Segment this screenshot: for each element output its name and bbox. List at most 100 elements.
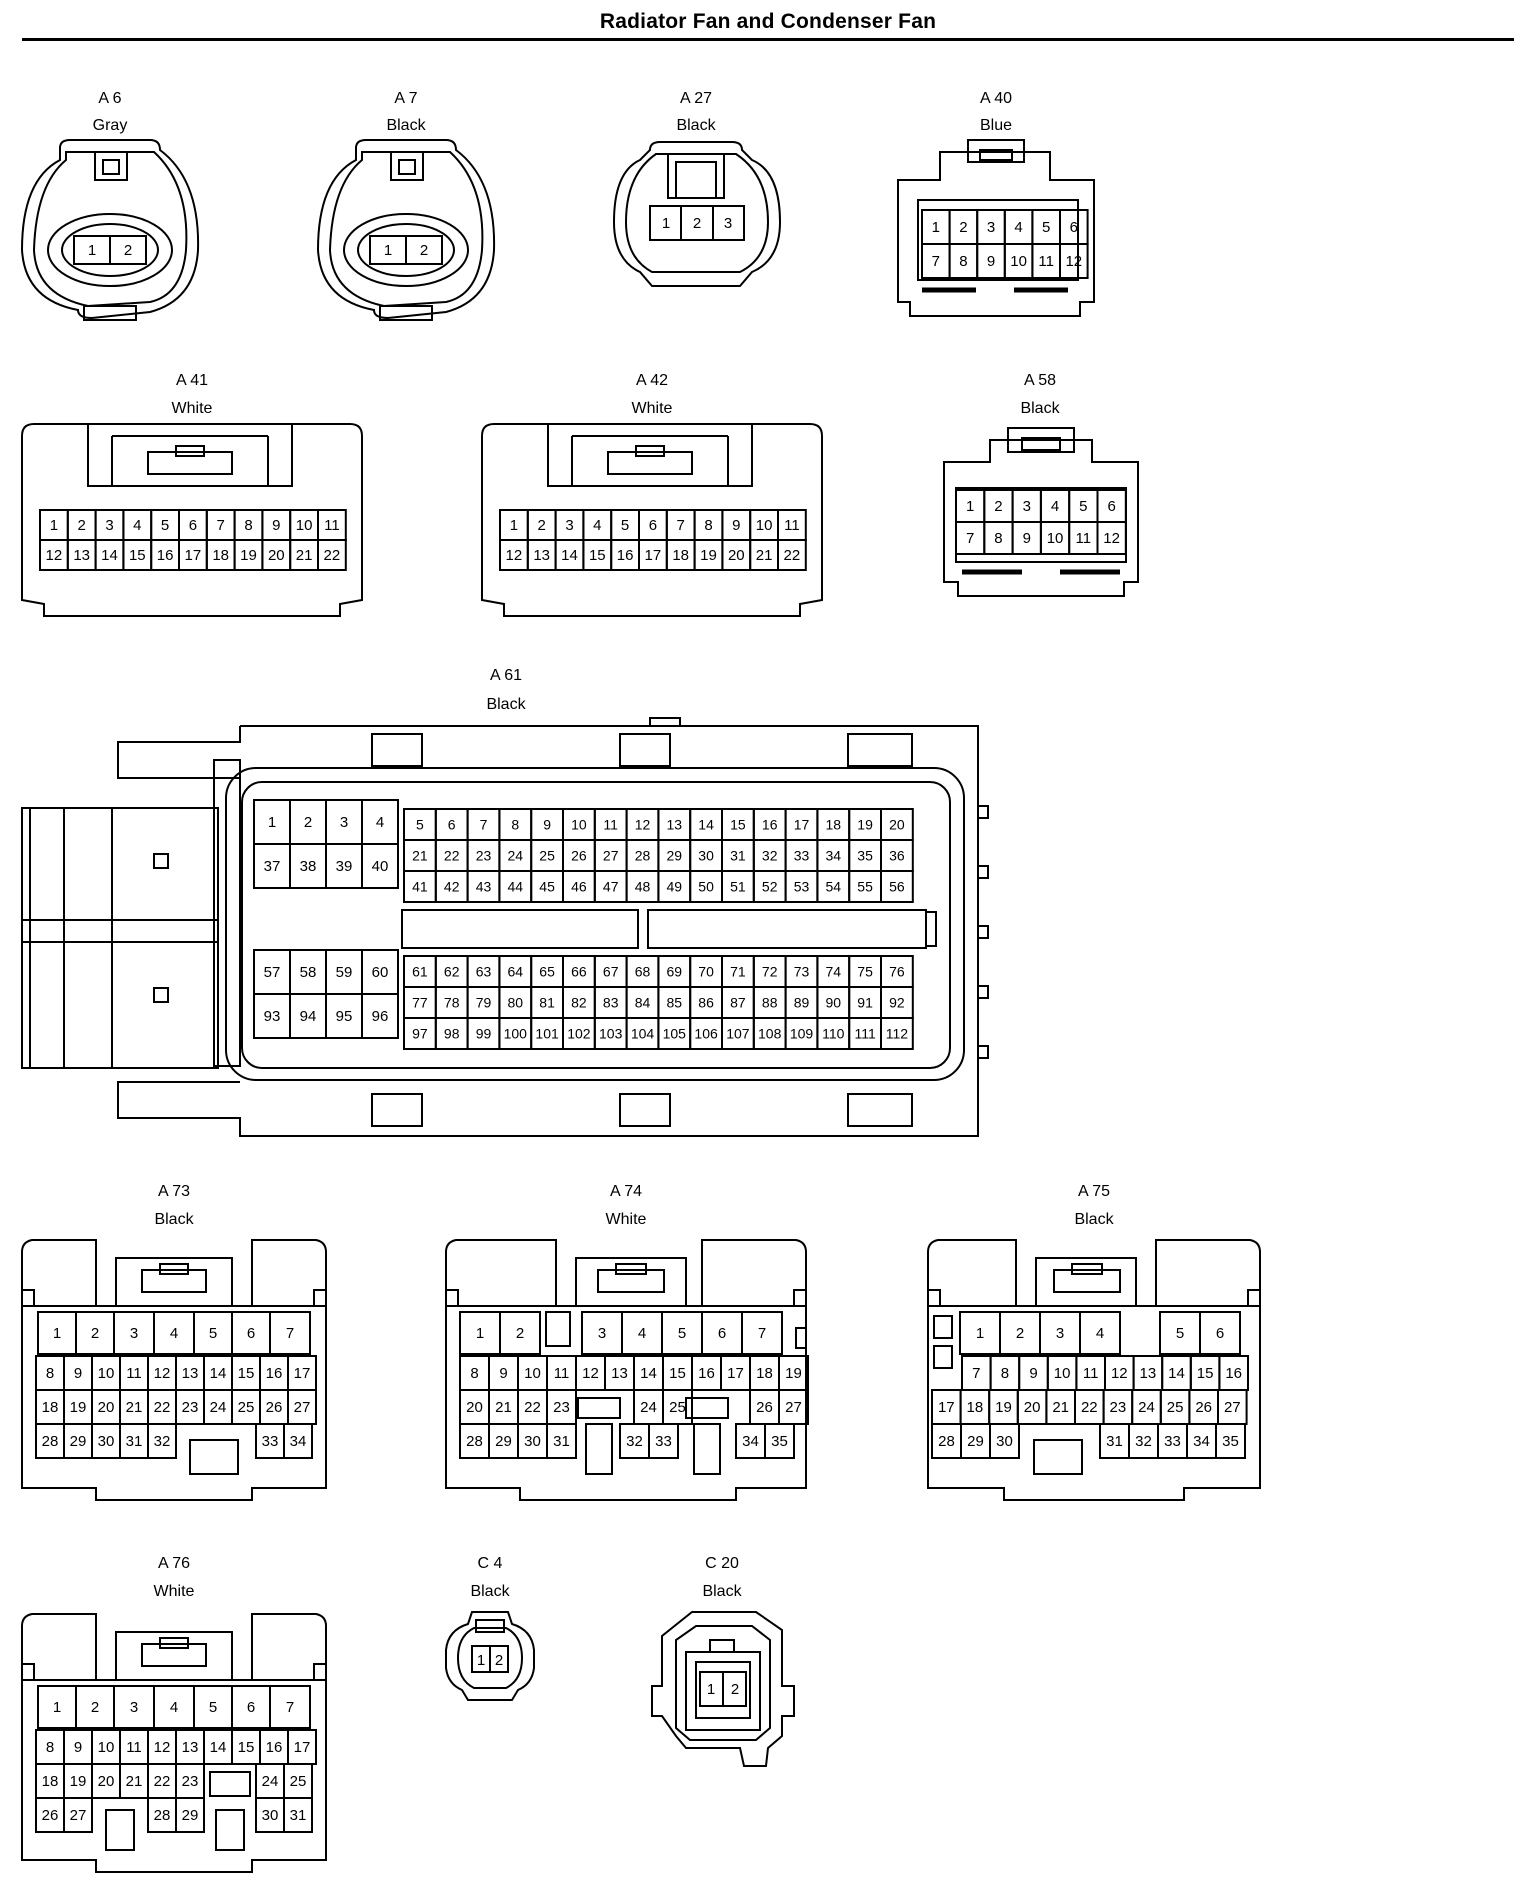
pin-cell [989, 1423, 1020, 1459]
pin: 3 [724, 215, 732, 232]
pin-number: 3 [598, 1325, 606, 1342]
pin-number: 3 [105, 517, 113, 534]
pin-number: 19 [70, 1399, 87, 1416]
pin-number: 23 [182, 1399, 199, 1416]
pin-number: 22 [154, 1773, 171, 1790]
pin-number: 5 [678, 1325, 686, 1342]
pin-number: 4 [376, 814, 384, 831]
pin-number: 47 [603, 879, 619, 895]
connector-id: A 7 [394, 90, 417, 107]
pin-number: 11 [126, 1739, 142, 1756]
connector-color: Black [486, 696, 526, 713]
connector-id: A 6 [98, 90, 121, 107]
pin: 2 [420, 242, 428, 259]
pin-number: 71 [730, 964, 746, 980]
pin-number: 31 [1106, 1433, 1123, 1450]
page-title: Radiator Fan and Condenser Fan [599, 10, 937, 33]
pin: 2 [124, 242, 132, 259]
pin-number: 25 [669, 1399, 686, 1416]
pin-cell [361, 843, 399, 889]
pin-number: 36 [889, 848, 905, 864]
pin-number: 12 [154, 1365, 171, 1382]
pin-number: 7 [932, 253, 940, 270]
pin-number: 6 [718, 1325, 726, 1342]
pin-number: 58 [300, 964, 317, 981]
pin-number: 85 [667, 995, 683, 1011]
connector-c4: C 4 Black 1 2 [445, 1555, 535, 1701]
pin-number: 63 [476, 964, 492, 980]
pin-number: 11 [554, 1365, 570, 1382]
connector-color: Black [154, 1211, 194, 1228]
connector-color: Black [676, 117, 716, 134]
pin-number: 33 [794, 848, 810, 864]
pin-number: 14 [101, 547, 118, 564]
pin-number: 3 [1056, 1325, 1064, 1342]
pin-number: 16 [266, 1739, 283, 1756]
pin-cell [880, 1017, 914, 1050]
pin-number: 5 [1042, 219, 1050, 236]
connector-color: White [154, 1583, 195, 1600]
pin-number: 30 [524, 1433, 541, 1450]
connector-id: A 58 [1024, 372, 1056, 389]
connector-color: Black [386, 117, 426, 134]
pin-number: 30 [262, 1807, 279, 1824]
pin-number: 11 [603, 817, 618, 833]
pin-number: 23 [1110, 1399, 1127, 1416]
pin-number: 3 [565, 517, 573, 534]
pin-number: 12 [154, 1739, 171, 1756]
pin-number: 9 [543, 817, 551, 833]
pin-number: 13 [611, 1365, 628, 1382]
pin-number: 4 [638, 1325, 646, 1342]
pin-number: 12 [582, 1365, 599, 1382]
pin-number: 17 [727, 1365, 744, 1382]
pin-number: 1 [53, 1699, 61, 1716]
pin-number: 3 [130, 1699, 138, 1716]
pin-number: 51 [730, 879, 746, 895]
pin-number: 43 [476, 879, 492, 895]
pin-number: 15 [669, 1365, 686, 1382]
pin-number: 98 [444, 1026, 460, 1042]
pin-number: 2 [304, 814, 312, 831]
key-slot [189, 1439, 239, 1475]
pin-number: 15 [730, 817, 746, 833]
pin-number: 4 [170, 1325, 178, 1342]
connector-id: C 4 [478, 1555, 503, 1572]
pin-number: 22 [444, 848, 460, 864]
pin-number: 25 [238, 1399, 255, 1416]
pin-number: 65 [539, 964, 555, 980]
pin-number: 21 [756, 547, 773, 564]
pin-number: 18 [42, 1773, 59, 1790]
pin-number: 11 [1076, 530, 1092, 547]
pin-number: 27 [603, 848, 619, 864]
pin-number: 59 [336, 964, 353, 981]
pin-number: 33 [655, 1433, 672, 1450]
pin-number: 49 [667, 879, 683, 895]
pin-number: 68 [635, 964, 651, 980]
pin-cell [546, 1423, 577, 1459]
pin-number: 1 [268, 814, 276, 831]
pin-number: 74 [826, 964, 842, 980]
pin-number: 42 [444, 879, 460, 895]
connector-color: Black [470, 1583, 510, 1600]
pin-number: 10 [1054, 1365, 1071, 1382]
pin-number: 6 [1216, 1325, 1224, 1342]
pin-number: 101 [535, 1026, 559, 1042]
pin-cell [147, 1423, 177, 1459]
pin-number: 28 [154, 1807, 171, 1824]
pin-number: 21 [495, 1399, 512, 1416]
pin-number: 111 [854, 1026, 875, 1042]
pin-number: 30 [98, 1433, 115, 1450]
pin-number: 29 [70, 1433, 87, 1450]
pin-number: 11 [1083, 1365, 1099, 1382]
pin-number: 110 [822, 1026, 845, 1042]
pin-number: 21 [1052, 1399, 1069, 1416]
pin-number: 25 [539, 848, 555, 864]
pin-number: 5 [209, 1325, 217, 1342]
pin-number: 5 [621, 517, 629, 534]
pin-number: 20 [98, 1399, 115, 1416]
